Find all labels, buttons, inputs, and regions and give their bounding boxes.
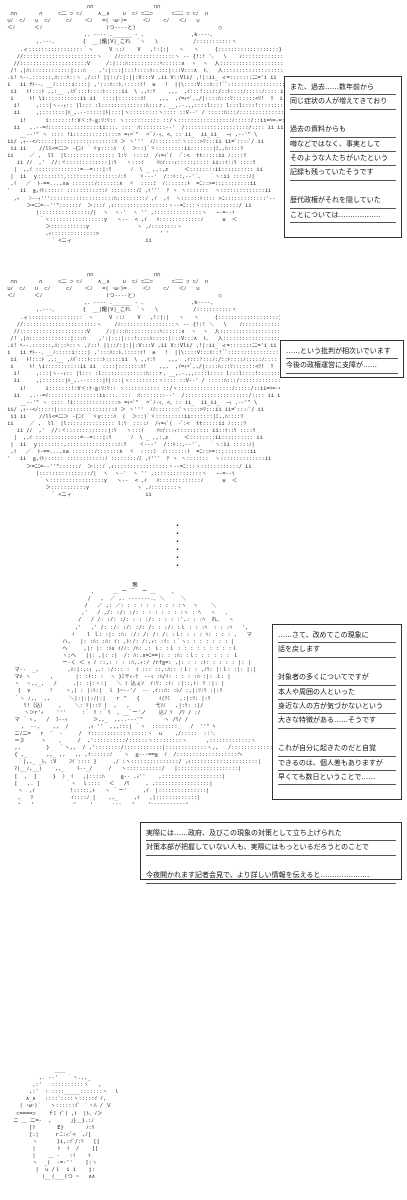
narration-line: ……という批判が相次いでいます <box>286 345 398 360</box>
narration-line: ……さて、改めてこの現象に <box>278 629 396 644</box>
narration-line <box>278 658 396 671</box>
narration-line: 同じ症状の人が増えてきており <box>290 95 396 110</box>
narration-line: 対象者の多くについてですが <box>278 671 396 686</box>
ascii-art-crowd-1: ∩∩ ∩∩ ∩∩ ∩ ⊂ﾆﾆ ⊃ ⊂ﾉ ∧＿∧ ∪ ⊂ﾉ ⊂ﾆﾆ⊃ ⊂ﾆﾆﾆ ⊃… <box>7 4 284 245</box>
narration-line: 大きな特徴がある……そうです <box>278 714 396 729</box>
ascii-art-crowd-2: ∩∩ ∩∩ ∩∩ ∩ ⊂ﾆﾆ ⊃ ⊂ﾉ ∧＿∧ ∪ ⊂ﾉ ⊂ﾆﾆ⊃ ⊂ﾆﾆﾆ ⊃… <box>7 272 280 498</box>
narration-line: 過去の資料からも <box>290 123 396 138</box>
narration-line: 身近な人の方が気づかないという <box>278 700 396 715</box>
narration-box-3: ……さて、改めてこの現象に 話を戻します 対象者の多くについてですが 本人や周囲… <box>272 624 402 800</box>
narration-line <box>146 856 396 869</box>
narration-line: 話を戻します <box>278 643 396 658</box>
scene-separator-dots: ・・・・・・ <box>173 521 182 571</box>
narration-line <box>290 110 396 123</box>
narration-line <box>278 729 396 742</box>
narration-line: 歴代政権がそれを隠していた <box>290 194 396 209</box>
narration-line: また、過去……数年前から <box>290 81 396 96</box>
narration-line: これが自分に起きたのだと自覚 <box>278 742 396 757</box>
narration-line: 今夜開かれます記者会見で、より詳しい情報を伝えると………………… <box>146 869 396 884</box>
panel-1: ∩∩ ∩∩ ∩∩ ∩ ⊂ﾆﾆ ⊃ ⊂ﾉ ∧＿∧ ∪ ⊂ﾉ ⊂ﾆﾆ⊃ ⊂ﾆﾆﾆ ⊃… <box>0 0 407 270</box>
narration-box-2: ……という批判が相次いでいます 今後の政権運営に支障が…… <box>280 340 404 378</box>
ascii-art-small-character: ＿＿ ,. -‐' ｀ヽ.,,_ ,:' ::::::::::ヽ , ,:' :… <box>13 1068 120 1181</box>
narration-line: 噂などではなく、事実として <box>290 138 396 153</box>
panel-5: ＿＿ ,. -‐' ｀ヽ.,,_ ,:' ::::::::::ヽ , ,:' :… <box>0 1068 407 1198</box>
panel-2: ∩∩ ∩∩ ∩∩ ∩ ⊂ﾆﾆ ⊃ ⊂ﾉ ∧＿∧ ∪ ⊂ﾉ ⊂ﾆﾆ⊃ ⊂ﾆﾆﾆ ⊃… <box>0 268 407 508</box>
separator-dots: ・・・・・・ <box>173 521 182 569</box>
narration-line: 実際には……政府、及びこの現象の対策として立ち上げられた <box>146 827 396 842</box>
narration-box-1: また、過去……数年前から 同じ症状の人が増えてきており 過去の資料からも 噂など… <box>284 76 402 238</box>
panel-3: 鑑 , ＿ ー ￣ ー ＿ 、 / , ／ ,. -‐‐‐‐‐-.､ ＼ ＼ /… <box>0 578 407 808</box>
narration-line: 早くても数日ということで…… <box>278 771 396 786</box>
narration-line: 今後の政権運営に支障が…… <box>286 359 398 374</box>
narration-line: 記録も残っていたそうです <box>290 166 396 181</box>
narration-line: そのような人たちがいたという <box>290 152 396 167</box>
panel-4: 実際には……政府、及びこの現象の対策として立ち上げられた 対策本部が把握していな… <box>0 820 407 884</box>
narration-line <box>290 181 396 194</box>
narration-line: できるのは、個人差もありますが <box>278 757 396 772</box>
narration-line: 対策本部が把握していない人も、実際にはもっといるだろうとのことで <box>146 841 396 856</box>
ascii-art-detective: 鑑 , ＿ ー ￣ ー ＿ 、 / , ／ ,. -‐‐‐‐‐-.､ ＼ ＼ /… <box>14 582 274 804</box>
narration-line: ことについては……………… <box>290 209 396 224</box>
narration-line: 本人や周囲の人といった <box>278 686 396 701</box>
narration-box-4: 実際には……政府、及びこの現象の対策として立ち上げられた 対策本部が把握していな… <box>140 822 402 884</box>
